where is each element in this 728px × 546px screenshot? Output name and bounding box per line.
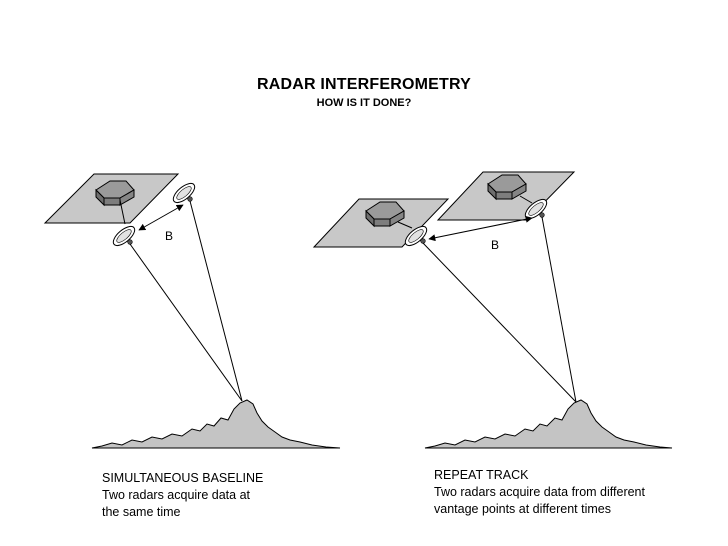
right-baseline-arrow [428,215,533,242]
right-caption-line-2: vantage points at different times [434,502,611,516]
right-boom-line-1 [397,221,413,229]
right-caption-line-1: Two radars acquire data from different [434,485,645,499]
left-look-line-2 [189,200,243,402]
left-caption: SIMULTANEOUS BASELINE Two radars acquire… [102,470,263,521]
left-baseline-label: B [165,229,173,243]
left-panel: B [43,173,341,449]
left-terrain [91,399,341,449]
right-look-line-2 [541,216,577,403]
left-caption-line-2: the same time [102,505,181,519]
right-terrain [424,399,673,449]
right-boom-line-2 [519,195,533,204]
right-caption-heading: REPEAT TRACK [434,468,529,482]
right-baseline-label: B [491,238,499,252]
diagram-subtitle: HOW IS IT DONE? [316,97,412,109]
right-satellite-body-2 [487,174,527,201]
left-boom-line [119,199,126,225]
right-satellite-body-1 [365,201,405,228]
left-caption-line-1: Two radars acquire data at [102,488,250,502]
left-look-line-1 [129,243,243,402]
left-baseline-arrow [138,204,184,231]
diagram-title: RADAR INTERFEROMETRY [256,76,472,93]
left-antenna-lower [112,225,136,247]
right-look-line-1 [422,242,577,403]
right-panel: B [312,171,673,449]
right-antenna-2 [524,198,548,220]
right-caption: REPEAT TRACK Two radars acquire data fro… [434,467,645,518]
left-antenna-upper [172,182,196,204]
left-satellite-body [95,180,135,207]
left-caption-heading: SIMULTANEOUS BASELINE [102,471,264,485]
